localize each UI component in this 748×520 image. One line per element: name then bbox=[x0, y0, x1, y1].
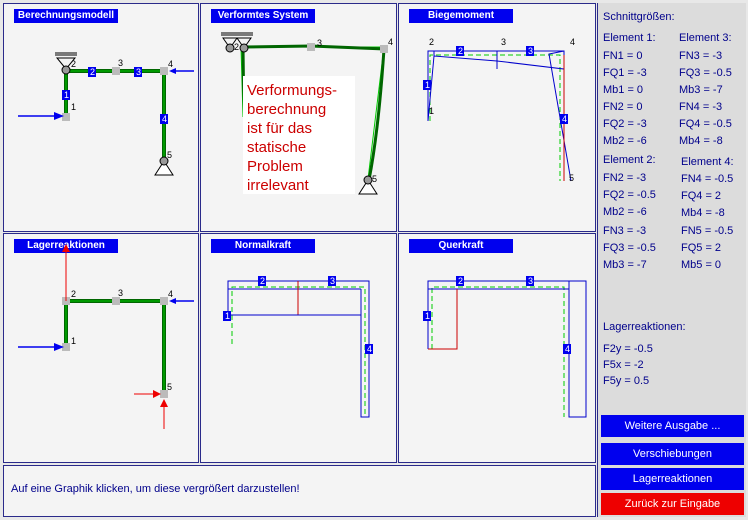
svg-text:1: 1 bbox=[64, 90, 69, 100]
results-title: Schnittgrößen: bbox=[603, 11, 675, 23]
result-value: FN2 = -3 bbox=[603, 172, 647, 184]
result-value: Mb3 = -7 bbox=[603, 259, 647, 271]
zurueck-zur-eingabe-button[interactable]: Zurück zur Eingabe bbox=[601, 493, 744, 515]
panel-title: Biegemoment bbox=[409, 9, 513, 23]
panel-querkraft[interactable]: Querkraft 2 3 1 4 bbox=[398, 233, 596, 463]
svg-text:3: 3 bbox=[118, 58, 123, 68]
svg-text:2: 2 bbox=[71, 59, 76, 69]
svg-text:1: 1 bbox=[71, 102, 76, 112]
result-value: Mb5 = 0 bbox=[681, 259, 722, 271]
svg-text:4: 4 bbox=[562, 114, 567, 124]
element-2-title: Element 2: bbox=[603, 154, 656, 166]
panel-lagerreaktionen[interactable]: Lagerreaktionen 2 3 4 1 5 bbox=[3, 233, 199, 463]
svg-text:5: 5 bbox=[167, 382, 172, 392]
result-value: F2y = -0.5 bbox=[603, 343, 653, 355]
result-value: FQ3 = -0.5 bbox=[603, 242, 656, 254]
result-value: FN4 = -3 bbox=[679, 101, 723, 113]
verschiebungen-button[interactable]: Verschiebungen bbox=[601, 443, 744, 465]
svg-text:5: 5 bbox=[167, 150, 172, 160]
lagerreaktionen-button[interactable]: Lagerreaktionen bbox=[601, 468, 744, 490]
result-value: FQ3 = -0.5 bbox=[679, 67, 732, 79]
panel-biegemoment[interactable]: Biegemoment 2 3 1 4 2 3 4 1 5 bbox=[398, 3, 596, 232]
svg-text:1: 1 bbox=[225, 311, 230, 321]
result-value: FN4 = -0.5 bbox=[681, 173, 734, 185]
result-value: FN5 = -0.5 bbox=[681, 225, 734, 237]
result-value: FN3 = -3 bbox=[603, 225, 647, 237]
svg-text:2: 2 bbox=[458, 276, 463, 286]
result-value: F5y = 0.5 bbox=[603, 375, 650, 387]
result-value: Mb1 = 0 bbox=[603, 84, 644, 96]
result-value: Mb2 = -6 bbox=[603, 135, 647, 147]
deformed-graphic: 2 3 4 5 bbox=[221, 32, 393, 195]
svg-text:4: 4 bbox=[565, 344, 570, 354]
svg-text:1: 1 bbox=[71, 336, 76, 346]
svg-text:4: 4 bbox=[168, 289, 173, 299]
svg-text:3: 3 bbox=[118, 288, 123, 298]
svg-text:3: 3 bbox=[317, 38, 322, 48]
status-bar: Auf eine Graphik klicken, um diese vergr… bbox=[3, 465, 596, 517]
result-value: Mb4 = -8 bbox=[681, 207, 725, 219]
result-value: F5x = -2 bbox=[603, 359, 644, 371]
shear-force-graphic: 2 3 1 4 bbox=[423, 276, 587, 418]
result-value: FQ2 = -3 bbox=[603, 118, 647, 130]
svg-text:4: 4 bbox=[388, 37, 393, 47]
svg-text:5: 5 bbox=[569, 173, 574, 183]
result-value: FQ5 = 2 bbox=[681, 242, 722, 254]
svg-text:4: 4 bbox=[367, 344, 372, 354]
panel-title: Normalkraft bbox=[211, 239, 315, 253]
deformation-note: Verformungs- berechnung ist für das stat… bbox=[243, 76, 355, 194]
svg-text:3: 3 bbox=[528, 276, 533, 286]
result-value: Mb3 = -7 bbox=[679, 84, 723, 96]
svg-text:2: 2 bbox=[429, 37, 434, 47]
element-1-title: Element 1: bbox=[603, 32, 656, 44]
svg-text:2: 2 bbox=[458, 46, 463, 56]
panel-title: Querkraft bbox=[409, 239, 513, 253]
svg-text:1: 1 bbox=[425, 311, 430, 321]
element-4-title: Element 4: bbox=[681, 156, 734, 168]
svg-text:3: 3 bbox=[528, 46, 533, 56]
panel-berechnungsmodell[interactable]: Berechnungsmodell 2 3 1 4 2 3 4 1 5 bbox=[3, 3, 199, 232]
results-sidebar: Schnittgrößen: Element 1: FN1 = 0 FQ1 = … bbox=[597, 3, 746, 517]
svg-text:3: 3 bbox=[501, 37, 506, 47]
element-3-title: Element 3: bbox=[679, 32, 732, 44]
panel-title: Verformtes System bbox=[211, 9, 315, 23]
result-value: FN1 = 0 bbox=[603, 50, 643, 62]
result-value: Mb4 = -8 bbox=[679, 135, 723, 147]
svg-text:3: 3 bbox=[330, 276, 335, 286]
svg-text:1: 1 bbox=[429, 106, 434, 116]
result-value: FQ1 = -3 bbox=[603, 67, 647, 79]
result-value: FN2 = 0 bbox=[603, 101, 643, 113]
model-graphic: 2 3 1 4 2 3 4 1 5 bbox=[18, 52, 194, 176]
result-value: FQ4 = 2 bbox=[681, 190, 722, 202]
svg-text:5: 5 bbox=[372, 174, 377, 184]
svg-text:2: 2 bbox=[71, 289, 76, 299]
svg-text:4: 4 bbox=[570, 37, 575, 47]
result-value: FQ4 = -0.5 bbox=[679, 118, 732, 130]
svg-text:1: 1 bbox=[425, 80, 430, 90]
result-value: Mb2 = -6 bbox=[603, 206, 647, 218]
panel-title: Berechnungsmodell bbox=[14, 9, 118, 23]
svg-text:4: 4 bbox=[162, 114, 167, 124]
svg-text:3: 3 bbox=[136, 67, 141, 77]
normal-force-graphic: 2 3 1 4 bbox=[223, 276, 373, 418]
moment-graphic: 2 3 1 4 2 3 4 1 5 bbox=[423, 37, 575, 183]
svg-text:2: 2 bbox=[260, 276, 265, 286]
panel-verformtes-system[interactable]: Verformtes System 2 3 4 5 Verformungs- b… bbox=[200, 3, 397, 232]
svg-text:2: 2 bbox=[90, 67, 95, 77]
svg-text:2: 2 bbox=[234, 42, 239, 52]
weitere-ausgabe-button[interactable]: Weitere Ausgabe ... bbox=[601, 415, 744, 437]
result-value: FN3 = -3 bbox=[679, 50, 723, 62]
panel-normalkraft[interactable]: Normalkraft 2 3 1 4 bbox=[200, 233, 397, 463]
svg-text:4: 4 bbox=[168, 59, 173, 69]
lagerreaktionen-title: Lagerreaktionen: bbox=[603, 321, 686, 333]
reactions-graphic: 2 3 4 1 5 bbox=[18, 244, 194, 429]
result-value: FQ2 = -0.5 bbox=[603, 189, 656, 201]
